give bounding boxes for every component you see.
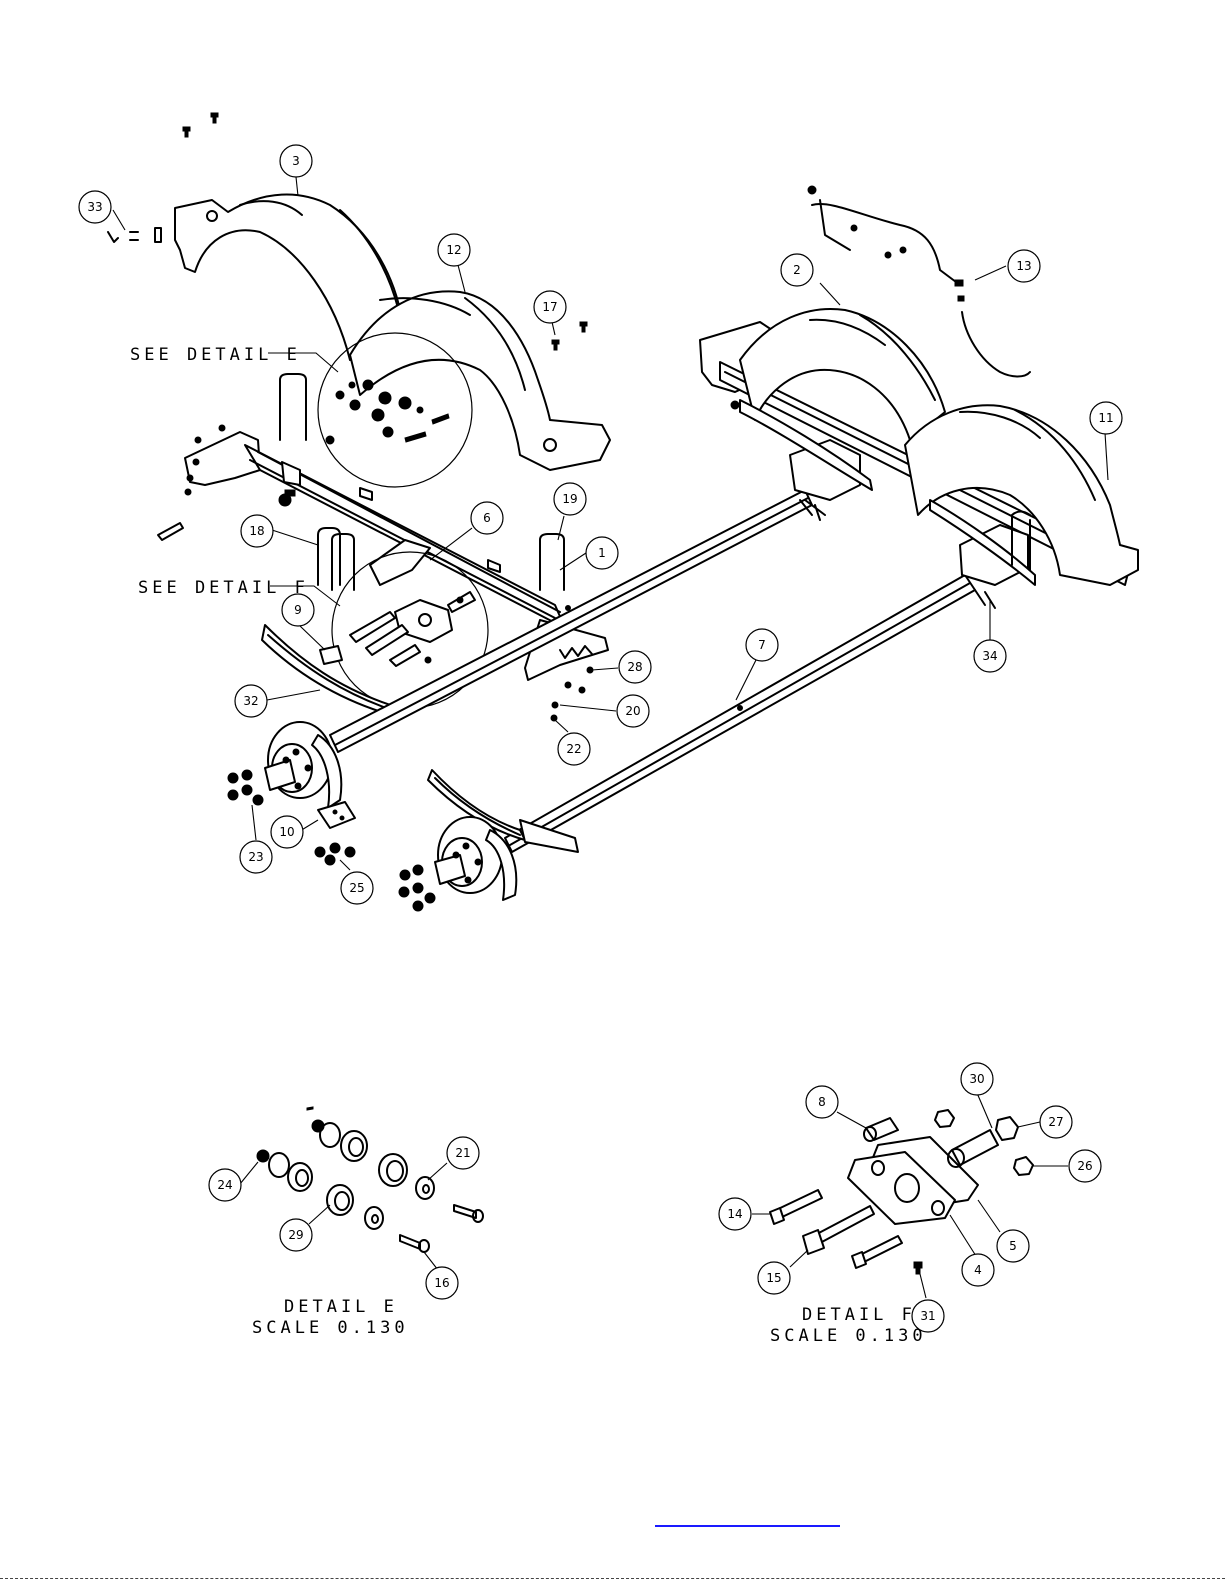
balloon-13: 13 (1008, 250, 1040, 282)
svg-text:26: 26 (1077, 1159, 1092, 1173)
svg-text:14: 14 (727, 1207, 742, 1221)
svg-text:22: 22 (566, 742, 581, 756)
svg-text:17: 17 (542, 300, 557, 314)
balloon-2: 2 (781, 254, 813, 286)
balloon-25: 25 (341, 872, 373, 904)
balloon-8: 8 (806, 1086, 838, 1118)
svg-text:19: 19 (562, 492, 577, 506)
svg-text:27: 27 (1048, 1115, 1063, 1129)
balloon-31: 31 (912, 1300, 944, 1332)
left-edge-clips (108, 228, 161, 242)
balloon-21: 21 (447, 1137, 479, 1169)
balloon-4: 4 (962, 1254, 994, 1286)
svg-text:3: 3 (292, 154, 300, 168)
balloon-9: 9 (282, 594, 314, 626)
balloon-11: 11 (1090, 402, 1122, 434)
svg-text:23: 23 (248, 850, 263, 864)
svg-text:9: 9 (294, 603, 302, 617)
balloon-29: 29 (280, 1219, 312, 1251)
balloon-33: 33 (79, 191, 111, 223)
svg-text:16: 16 (434, 1276, 449, 1290)
svg-text:30: 30 (969, 1072, 984, 1086)
balloon-12: 12 (438, 234, 470, 266)
svg-text:32: 32 (243, 694, 258, 708)
balloon-3: 3 (280, 145, 312, 177)
balloon-28: 28 (619, 651, 651, 683)
balloon-7: 7 (746, 629, 778, 661)
svg-text:5: 5 (1009, 1239, 1017, 1253)
balloon-16: 16 (426, 1267, 458, 1299)
svg-text:2: 2 (793, 263, 801, 277)
svg-text:28: 28 (627, 660, 642, 674)
detail-f-title: DETAIL F (802, 1305, 916, 1325)
balloon-19: 19 (554, 483, 586, 515)
balloon-32: 32 (235, 685, 267, 717)
svg-text:10: 10 (279, 825, 294, 839)
page-bottom-rule (0, 1578, 1225, 1579)
balloon-30: 30 (961, 1063, 993, 1095)
balloon-15: 15 (758, 1262, 790, 1294)
balloon-24: 24 (209, 1169, 241, 1201)
svg-text:34: 34 (982, 649, 997, 663)
svg-text:21: 21 (455, 1146, 470, 1160)
svg-text:29: 29 (288, 1228, 303, 1242)
balloon-20: 20 (617, 695, 649, 727)
axle-rear (505, 500, 1035, 852)
balloon-26: 26 (1069, 1150, 1101, 1182)
svg-text:4: 4 (974, 1263, 982, 1277)
svg-text:11: 11 (1098, 411, 1113, 425)
svg-text:31: 31 (920, 1309, 935, 1323)
balloon-1: 1 (586, 537, 618, 569)
see-detail-e-note: SEE DETAIL E (130, 345, 301, 365)
detail-e-title: DETAIL E (284, 1297, 398, 1317)
hyperlink-underline[interactable] (655, 1525, 840, 1527)
detail-f-scale: SCALE 0.130 (770, 1326, 927, 1346)
balloon-17: 17 (534, 291, 566, 323)
svg-text:8: 8 (818, 1095, 826, 1109)
balloon-14: 14 (719, 1198, 751, 1230)
balloon-10: 10 (271, 816, 303, 848)
top-screws (183, 113, 218, 137)
svg-text:24: 24 (217, 1178, 232, 1192)
balloon-6: 6 (471, 502, 503, 534)
svg-text:12: 12 (446, 243, 461, 257)
balloon-5: 5 (997, 1230, 1029, 1262)
svg-text:33: 33 (87, 200, 102, 214)
svg-text:15: 15 (766, 1271, 781, 1285)
balloon-34: 34 (974, 640, 1006, 672)
detail-f-parts (770, 1110, 1033, 1274)
balloon-23: 23 (240, 841, 272, 873)
see-detail-f-note: SEE DETAIL F (138, 578, 309, 598)
balloon-22: 22 (558, 733, 590, 765)
svg-text:6: 6 (483, 511, 491, 525)
detail-e-scale: SCALE 0.130 (252, 1318, 409, 1338)
balloon-18: 18 (241, 515, 273, 547)
svg-text:13: 13 (1016, 259, 1031, 273)
fender-left (175, 195, 610, 470)
svg-text:1: 1 (598, 546, 606, 560)
svg-text:7: 7 (758, 638, 766, 652)
svg-text:20: 20 (625, 704, 640, 718)
svg-text:18: 18 (249, 524, 264, 538)
svg-text:25: 25 (349, 881, 364, 895)
balloon-27: 27 (1040, 1106, 1072, 1138)
